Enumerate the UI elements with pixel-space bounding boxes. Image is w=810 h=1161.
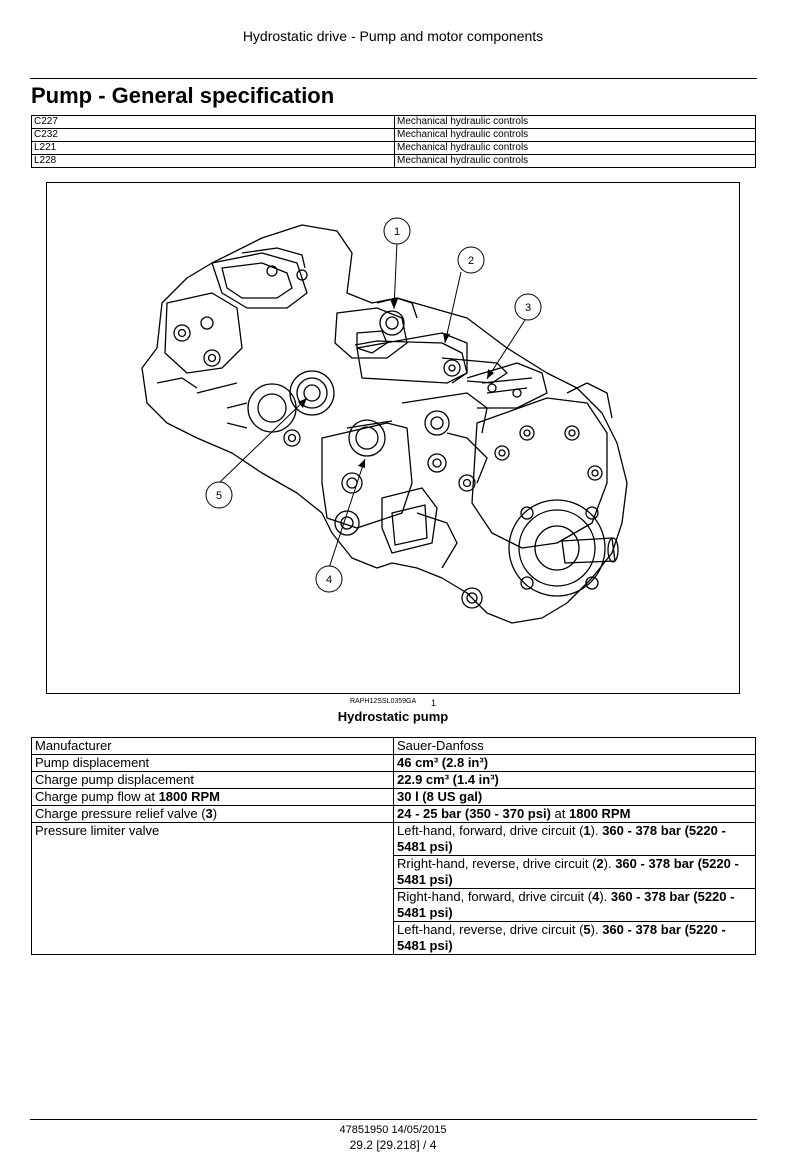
section-title: Pump - General specification	[31, 83, 335, 108]
value-text: Right-hand, forward, drive circuit (	[397, 889, 593, 904]
callout-2: 2	[457, 246, 485, 274]
figure-number: 1	[431, 698, 437, 708]
table-row: Pressure limiter valve Left-hand, forwar…	[31, 822, 756, 955]
value-text: Left-hand, forward, drive circuit (	[397, 823, 584, 838]
spec-value: Left-hand, reverse, drive circuit (5). 3…	[393, 921, 756, 955]
spec-value-bold: 1800 RPM	[569, 806, 631, 821]
spec-value: Right-hand, forward, drive circuit (4). …	[393, 888, 756, 922]
value-text: Rright-hand, reverse, drive circuit (	[397, 856, 597, 871]
value-text: at	[550, 806, 569, 821]
spec-value-bold: 24 - 25 bar (350 - 370 psi)	[397, 806, 551, 821]
spec-label: Pressure limiter valve	[31, 822, 394, 955]
footer-doc: 47851950 14/05/2015	[339, 1124, 447, 1136]
spec-value-bold: 46 cm³ (2.8 in³)	[397, 755, 489, 770]
figure-code: RAPH12SSL0359GA	[350, 698, 417, 705]
model-cell: L221	[31, 141, 395, 155]
spec-value-bold: 360 - 378 bar (5220 - 5481 psi)	[397, 922, 726, 953]
figure-caption: Hydrostatic pump	[337, 709, 449, 724]
spec-value-bold: 30 l (8 US gal)	[397, 789, 483, 804]
spec-table: Manufacturer Sauer-Danfoss Pump displace…	[31, 737, 756, 955]
callout-4: 4	[315, 565, 343, 593]
spec-value: 22.9 cm³ (1.4 in³)	[393, 771, 756, 789]
pump-drawing: 1 2 3 4 5	[141, 217, 628, 624]
table-row: Charge pump flow at 1800 RPM 30 l (8 US …	[31, 788, 756, 806]
model-cell: L228	[31, 154, 395, 168]
spec-label: Charge pump displacement	[31, 771, 394, 789]
leader-lines	[218, 241, 526, 569]
callout-3: 3	[514, 293, 542, 321]
spec-value-bold: 360 - 378 bar (5220 - 5481 psi)	[397, 823, 726, 854]
spec-value-bold: 22.9 cm³ (1.4 in³)	[397, 772, 499, 787]
value-text: ).	[603, 856, 616, 871]
spec-value: Rright-hand, reverse, drive circuit (2).…	[393, 855, 756, 889]
callout-1: 1	[383, 217, 411, 245]
label-text: Charge pump flow at	[35, 789, 159, 804]
table-row: Manufacturer Sauer-Danfoss	[31, 737, 756, 755]
ref-number: 2	[596, 856, 604, 871]
spec-label: Charge pump flow at 1800 RPM	[31, 788, 394, 806]
callout-label: 1	[394, 226, 400, 238]
ref-number: 4	[592, 889, 600, 904]
value-text: ).	[590, 823, 603, 838]
table-row: Charge pressure relief valve (3) 24 - 25…	[31, 805, 756, 823]
spec-value-bold: 360 - 378 bar (5220 - 5481 psi)	[397, 856, 739, 887]
callout-label: 3	[525, 302, 531, 314]
page-header: Hydrostatic drive - Pump and motor compo…	[242, 28, 544, 44]
footer-page: 29.2 [29.218] / 4	[349, 1138, 437, 1152]
spec-label: Manufacturer	[31, 737, 394, 755]
control-cell: Mechanical hydraulic controls	[394, 115, 756, 129]
label-text: )	[212, 806, 218, 821]
control-cell: Mechanical hydraulic controls	[394, 141, 756, 155]
control-cell: Mechanical hydraulic controls	[394, 154, 756, 168]
table-row: Right-hand, forward, drive circuit (4). …	[32, 888, 756, 922]
spec-value: 46 cm³ (2.8 in³)	[393, 754, 756, 772]
leader-arrowheads	[298, 299, 494, 468]
spec-value: 24 - 25 bar (350 - 370 psi) at 1800 RPM	[393, 805, 756, 823]
header-rule	[30, 78, 757, 79]
callout-label: 5	[216, 490, 222, 502]
table-row: Left-hand, reverse, drive circuit (5). 3…	[32, 921, 756, 955]
spec-label: Charge pressure relief valve (3)	[31, 805, 394, 823]
model-cell: C232	[31, 128, 395, 142]
spec-value: Left-hand, forward, drive circuit (1). 3…	[393, 822, 756, 856]
ref-number: 5	[583, 922, 591, 937]
value-text: Left-hand, reverse, drive circuit (	[397, 922, 584, 937]
footer-rule	[30, 1119, 757, 1120]
table-row: Pump displacement 46 cm³ (2.8 in³)	[31, 754, 756, 772]
callout-label: 2	[468, 255, 474, 267]
callout-label: 4	[326, 574, 332, 586]
label-bold: 1800 RPM	[158, 789, 220, 804]
callout-5: 5	[205, 481, 233, 509]
spec-value: Sauer-Danfoss	[393, 737, 756, 755]
spec-value: 30 l (8 US gal)	[393, 788, 756, 806]
control-cell: Mechanical hydraulic controls	[394, 128, 756, 142]
label-text: Charge pressure relief valve (	[35, 806, 206, 821]
table-row: Rright-hand, reverse, drive circuit (2).…	[32, 855, 756, 889]
value-text: ).	[590, 922, 603, 937]
spec-value-bold: 360 - 378 bar (5220 - 5481 psi)	[397, 889, 735, 920]
pump-figure: 1 2 3 4 5	[46, 182, 740, 694]
model-cell: C227	[31, 115, 395, 129]
value-text: ).	[599, 889, 611, 904]
label-bold: 3	[205, 806, 213, 821]
pump-illustration	[141, 224, 628, 624]
ref-number: 1	[583, 823, 591, 838]
table-row: Charge pump displacement 22.9 cm³ (1.4 i…	[31, 771, 756, 789]
spec-label: Pump displacement	[31, 754, 394, 772]
